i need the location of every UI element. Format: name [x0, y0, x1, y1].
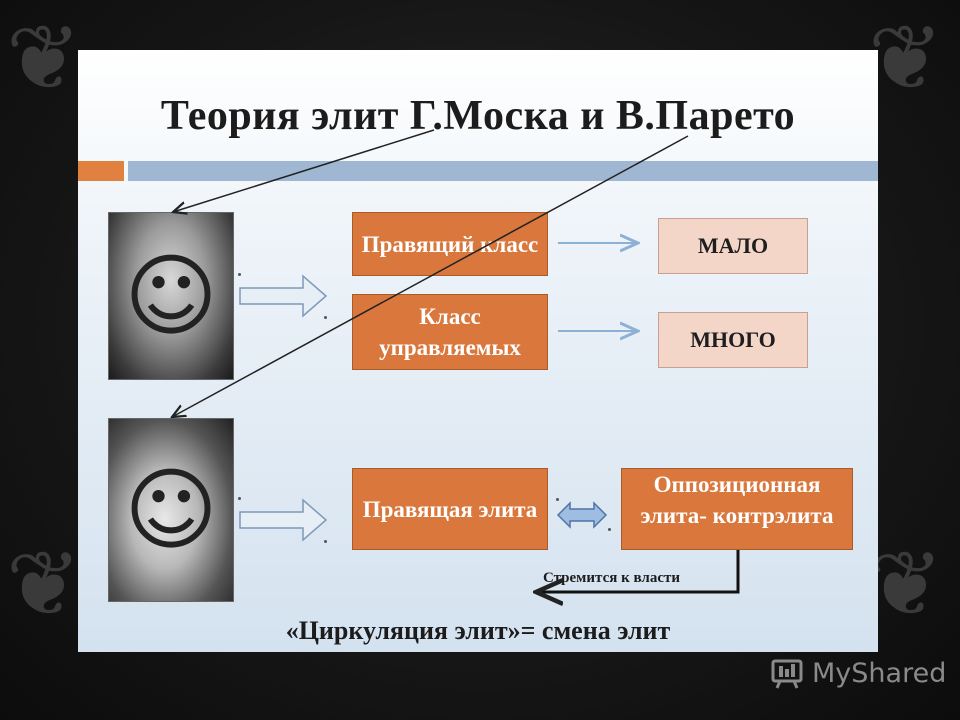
strive-connector — [536, 550, 740, 592]
presentation-board-icon — [771, 659, 803, 689]
few-box: МАЛО — [658, 218, 808, 274]
counter-elite-box: Оппозиционная элита- контрэлита — [621, 468, 853, 550]
portrait-mosca: ☺ — [108, 212, 234, 380]
few-label: МАЛО — [697, 233, 769, 258]
many-label: МНОГО — [690, 327, 776, 352]
marker-dot — [238, 273, 241, 276]
marker-dot — [324, 540, 327, 543]
pointer-line-mosca — [173, 129, 435, 212]
marker-dot — [324, 316, 327, 319]
ornament-bottom-left: ❦ — [6, 532, 82, 637]
double-arrow — [556, 501, 608, 529]
accent-band-orange — [78, 161, 124, 181]
marker-dot — [608, 528, 611, 531]
watermark-text: MyShared — [812, 657, 947, 689]
strive-label: Стремится к власти — [543, 570, 680, 586]
ornament-top-left: ❦ — [6, 6, 82, 111]
slide: Теория элит Г.Моска и В.Парето ☺ ☺ Правя… — [78, 50, 878, 652]
marker-dot — [556, 498, 559, 501]
watermark-logo: MyShared — [770, 656, 946, 690]
portrait-pareto: ☺ — [108, 418, 234, 602]
block-arrow-bottom — [239, 498, 328, 542]
ruling-elite-label: Правящая элита — [362, 496, 538, 522]
block-arrow-top — [239, 274, 328, 318]
counter-elite-label: Оппозиционная элита- контрэлита — [640, 472, 834, 528]
governed-class-label: Класс управляемых — [379, 304, 521, 360]
accent-band-blue — [128, 161, 878, 181]
governed-class-box: Класс управляемых — [352, 294, 548, 370]
marker-dot — [238, 497, 241, 500]
ornament-bottom-right: ❦ — [868, 532, 944, 637]
portrait-icon: ☺ — [124, 243, 218, 349]
connector-layer — [78, 129, 740, 652]
ruling-elite-box: Правящая элита — [352, 468, 548, 550]
portrait-icon: ☺ — [124, 457, 218, 563]
slide-title: Теория элит Г.Моска и В.Парето — [160, 93, 796, 139]
many-box: МНОГО — [658, 312, 808, 368]
ornament-top-right: ❦ — [868, 6, 944, 111]
circulation-text: «Циркуляция элит»= смена элит — [285, 616, 671, 645]
pointer-line-pareto — [172, 135, 689, 417]
ruling-class-label: Правящий класс — [361, 231, 539, 257]
